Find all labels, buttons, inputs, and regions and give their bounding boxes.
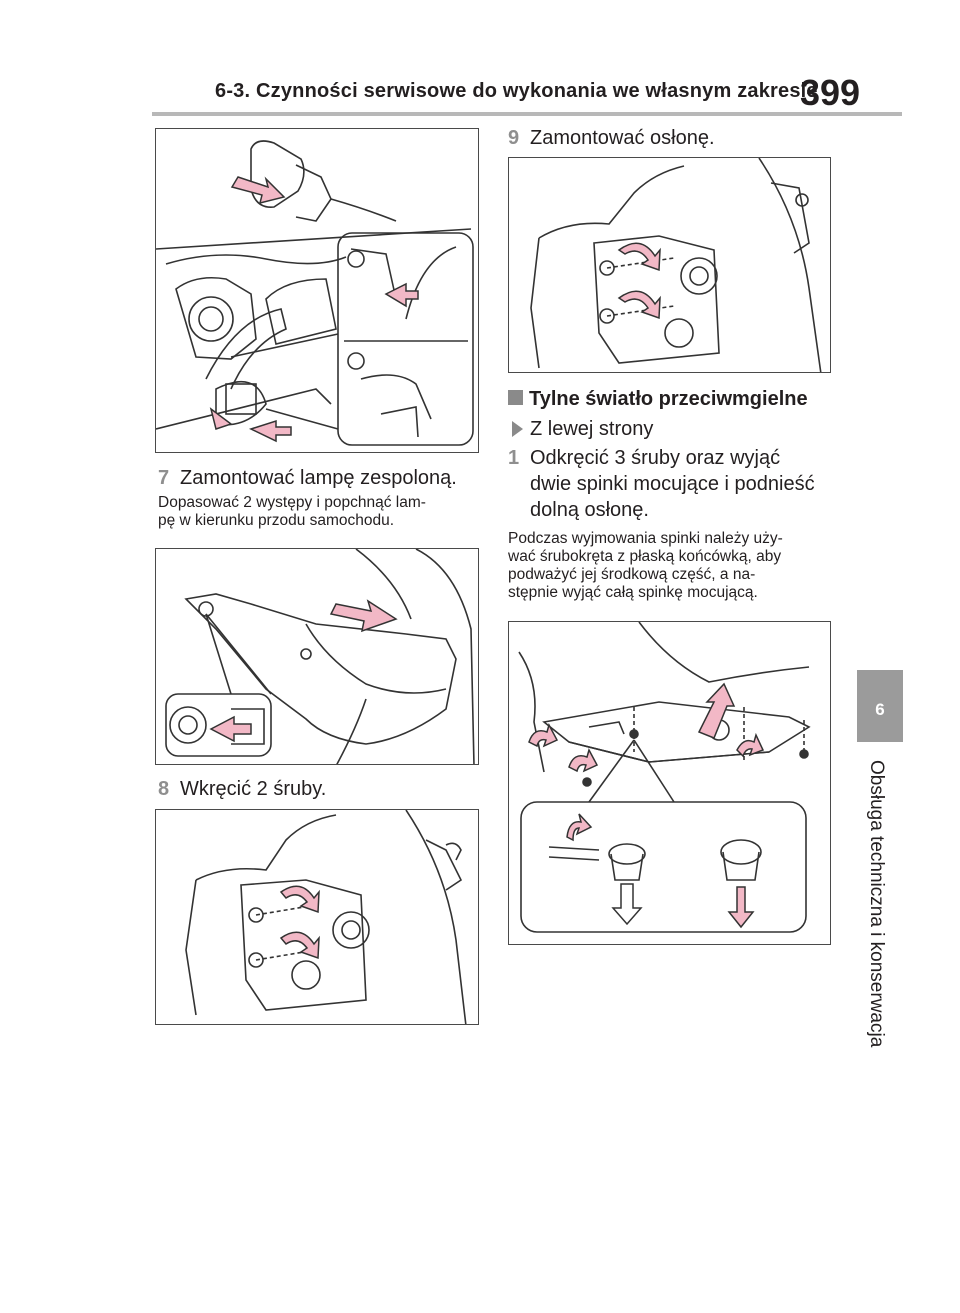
triangle-bullet-icon: [512, 421, 523, 437]
step-1-number: 1: [508, 447, 520, 469]
step-1: 1 Odkręcić 3 śruby oraz wyjąć dwie spink…: [508, 445, 815, 523]
note-1-line-2: wać śrubokręta z płaską końcówką, aby: [508, 548, 782, 565]
chapter-tab: 6: [857, 670, 903, 742]
step-9-text: Zamontować osłonę.: [530, 127, 715, 149]
step-9-number: 9: [508, 127, 520, 149]
step-8-text: Wkręcić 2 śruby.: [180, 778, 327, 800]
step-7-number: 7: [158, 467, 170, 489]
page-number: 399: [800, 72, 861, 113]
screws-illustration: [185, 810, 467, 1024]
figure-bulb-socket: [155, 128, 479, 453]
header-divider: [152, 112, 902, 116]
step-7: 7 Zamontować lampę zespoloną.: [158, 465, 457, 491]
figure-lamp-fitting: [155, 548, 479, 765]
step-1-line-3: dolną osłonę.: [530, 499, 649, 521]
chapter-number: 6: [875, 700, 885, 719]
note-1: Podczas wyjmowania spinki należy uży- wa…: [508, 530, 783, 602]
note-7: Dopasować 2 występy i popchnąć lam- pę w…: [158, 494, 426, 530]
subsection-label: Z lewej strony: [530, 418, 654, 440]
lamp-fitting-illustration: [165, 549, 475, 764]
step-8: 8 Wkręcić 2 śruby.: [158, 776, 326, 802]
step-9: 9 Zamontować osłonę.: [508, 125, 715, 151]
figure-screws: [155, 809, 479, 1025]
figure-under-cover: [508, 621, 831, 945]
step-8-number: 8: [158, 778, 170, 800]
cover-illustration: [530, 158, 822, 372]
note-1-line-3: podważyć jej środkową część, a na-: [508, 566, 756, 583]
section-heading: Tylne światło przeciwmgielne: [508, 388, 808, 411]
section-square-icon: [508, 390, 523, 405]
note-7-line-2: pę w kierunku przodu samochodu.: [158, 512, 395, 529]
section-heading-text: Tylne światło przeciwmgielne: [529, 388, 808, 410]
under-cover-illustration: [518, 622, 811, 933]
figure-cover: [508, 157, 831, 373]
note-1-line-4: stępnie wyjąć całą spinkę mocującą.: [508, 584, 758, 601]
step-1-line-1: Odkręcić 3 śruby oraz wyjąć: [530, 447, 781, 469]
note-7-line-1: Dopasować 2 występy i popchnąć lam-: [158, 494, 426, 511]
section-title: 6-3. Czynności serwisowe do wykonania we…: [215, 80, 818, 102]
step-7-text: Zamontować lampę zespoloną.: [180, 467, 457, 489]
chapter-label: Obsługa techniczna i konserwacja: [866, 760, 887, 1048]
chapter-label-container: Obsługa techniczna i konserwacja: [865, 760, 895, 1047]
step-1-line-2: dwie spinki mocujące i podnieść: [530, 473, 815, 495]
bulb-socket-illustration: [156, 140, 474, 446]
note-1-line-1: Podczas wyjmowania spinki należy uży-: [508, 530, 783, 547]
